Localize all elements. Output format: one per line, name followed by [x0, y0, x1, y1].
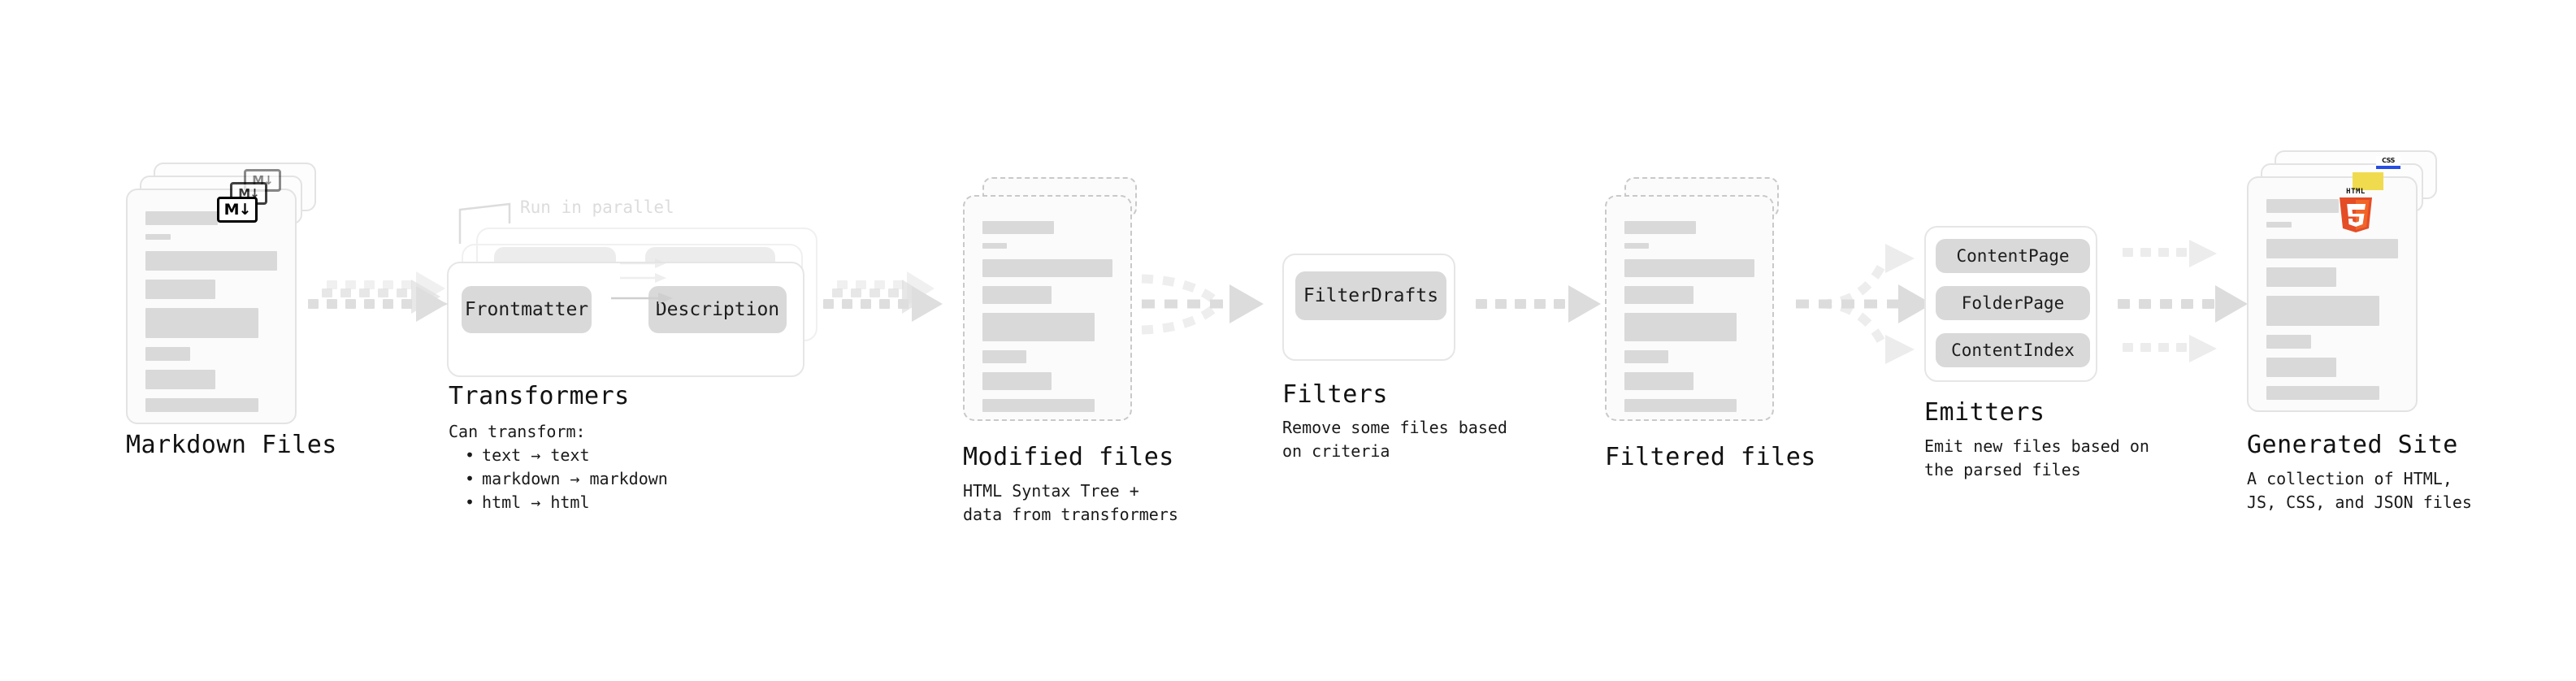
- transformers-panel: Frontmatter Description: [447, 262, 804, 377]
- transformers-capabilities-lead: Can transform:: [449, 422, 586, 441]
- markdown-files-stack: M↓ M↓ M↓: [126, 163, 337, 431]
- transformers-capabilities: Can transform: text → text markdown → ma…: [449, 420, 668, 514]
- css-icon-label: CSS: [2382, 157, 2395, 164]
- transformers-stack: F D F D Frontmatter Description: [447, 228, 829, 390]
- filtered-files-caption: Filtered files: [1605, 443, 1816, 471]
- transform-rule-html: html → html: [465, 491, 668, 514]
- filtered-files-stack: [1605, 177, 1816, 445]
- modified-files-caption: Modified files: [963, 443, 1174, 471]
- modified-file-card-front: [963, 195, 1132, 421]
- filtered-file-card-front: [1605, 195, 1774, 421]
- markdown-files-caption: Markdown Files: [126, 431, 337, 459]
- markdown-file-card-front: [126, 189, 297, 424]
- transform-rule-text: text → text: [465, 444, 668, 467]
- emitters-subtext: Emit new files based on the parsed files: [1924, 436, 2149, 479]
- emitter-node-folderpage[interactable]: FolderPage: [1936, 286, 2090, 320]
- site-file-card-html: [2247, 176, 2418, 412]
- filters-panel: FilterDrafts: [1282, 254, 1455, 361]
- filtered-file-placeholder-bars: [1624, 221, 1754, 421]
- emitter-node-contentindex[interactable]: ContentIndex: [1936, 333, 2090, 367]
- modified-files-stack: [963, 177, 1174, 445]
- filters-caption: Filters: [1282, 380, 1388, 409]
- markdown-icon: M↓: [217, 197, 258, 223]
- generated-site-subtext: A collection of HTML, JS, CSS, and JSON …: [2247, 469, 2472, 512]
- markdown-file-placeholder-bars: [145, 211, 277, 421]
- transformers-capabilities-list: text → text markdown → markdown html → h…: [449, 444, 668, 514]
- svg-text:HTML: HTML: [2346, 188, 2366, 196]
- filters-subtext: Remove some files based on criteria: [1282, 418, 1507, 461]
- emitters-panel: ContentPage FolderPage ContentIndex: [1924, 226, 2097, 382]
- modified-files-subtext: HTML Syntax Tree + data from transformer…: [963, 481, 1178, 524]
- generated-site-caption: Generated Site: [2247, 431, 2458, 459]
- filter-node-filterdrafts[interactable]: FilterDrafts: [1295, 271, 1446, 320]
- transformers-caption: Transformers: [449, 382, 630, 410]
- generated-site-stack: CSS HTML: [2247, 150, 2491, 435]
- run-in-parallel-label: Run in parallel: [520, 197, 674, 217]
- transformer-node-frontmatter[interactable]: Frontmatter: [462, 286, 592, 333]
- emitter-node-contentpage[interactable]: ContentPage: [1936, 239, 2090, 273]
- html5-icon: HTML: [2335, 184, 2377, 235]
- transform-rule-markdown: markdown → markdown: [465, 467, 668, 491]
- emitters-caption: Emitters: [1924, 398, 2045, 427]
- site-file-placeholder-bars: [2266, 199, 2398, 409]
- modified-file-placeholder-bars: [982, 221, 1112, 421]
- transformer-node-description[interactable]: Description: [648, 286, 787, 333]
- css-icon: CSS: [2376, 156, 2400, 171]
- js-icon: [2353, 172, 2383, 190]
